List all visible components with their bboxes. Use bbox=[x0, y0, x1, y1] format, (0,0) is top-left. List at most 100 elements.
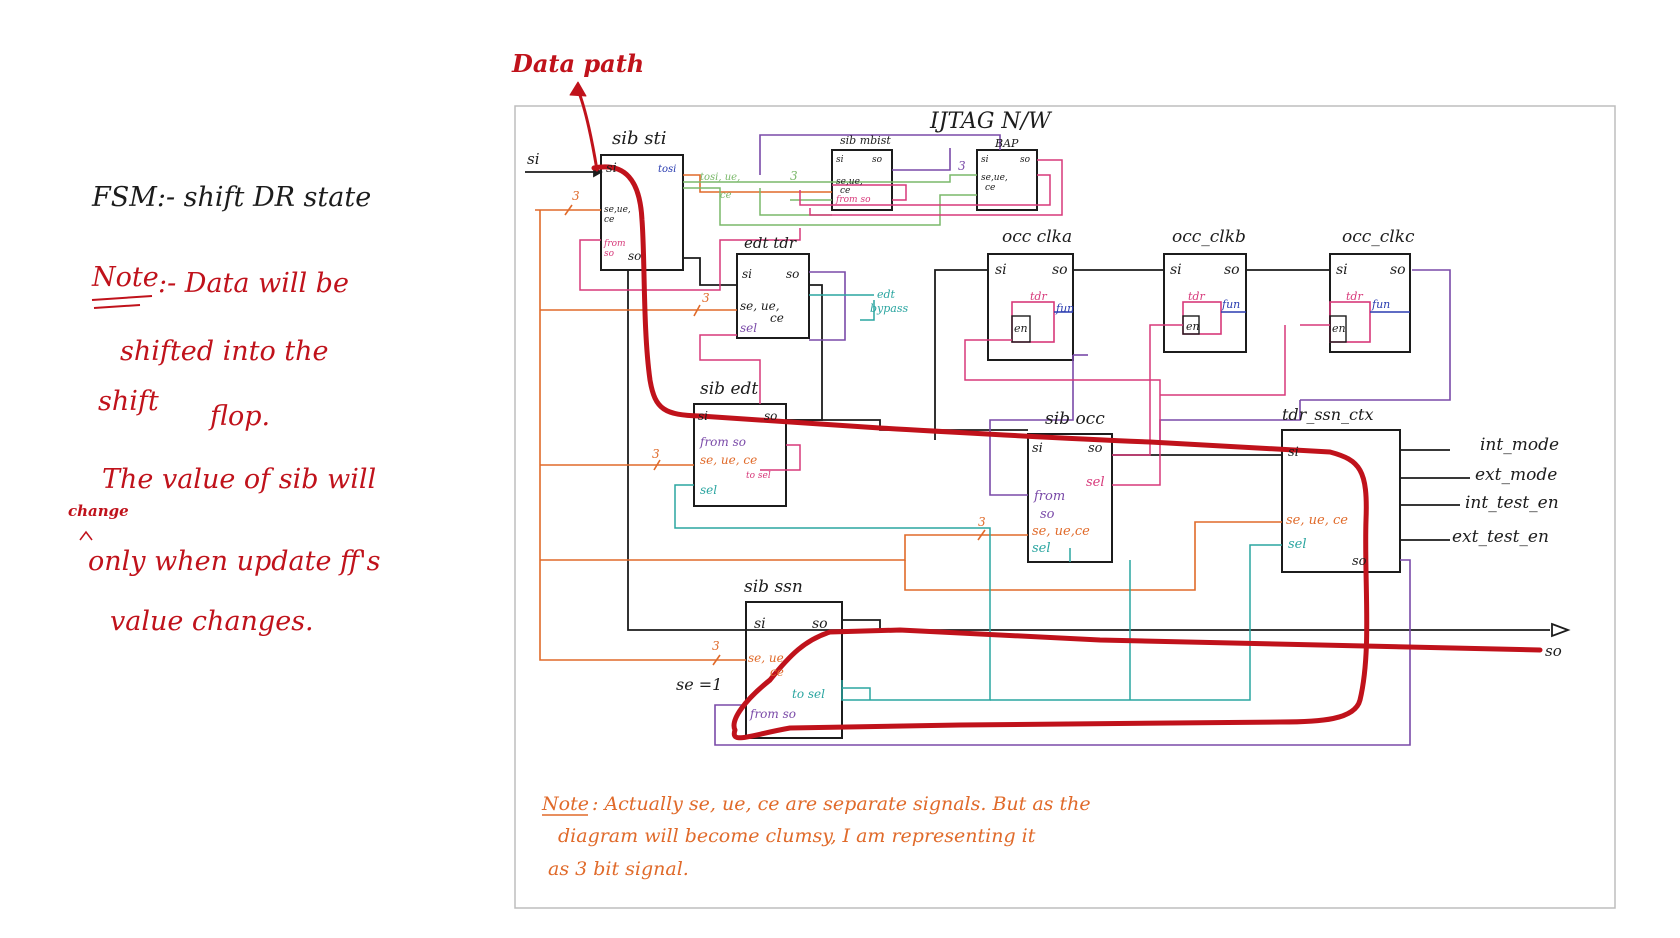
diagram-blocks-sib-edt-so-label: so bbox=[764, 409, 777, 423]
tdr-ssn-ctx-name: tdr_ssn_ctx bbox=[1282, 405, 1373, 424]
block-tdr-ssn-ctx bbox=[1281, 429, 1401, 573]
note-label: Note bbox=[91, 262, 159, 293]
diagram-blocks-occ-clkb-si-label: si bbox=[1170, 262, 1182, 278]
diagram-blocks-sib-occ-from-so-label: so bbox=[1040, 507, 1055, 522]
note-para2-line2: only when update ff's bbox=[88, 546, 380, 577]
note-para2-line3: value changes. bbox=[110, 606, 314, 637]
diagram-blocks-occ-clkb-so-label: so bbox=[1224, 262, 1240, 278]
diagram-blocks-occ-clka-si-label: si bbox=[995, 262, 1007, 278]
block-sib-mbist bbox=[831, 149, 893, 211]
se-label: se =1 bbox=[676, 675, 722, 694]
diagram-blocks-sib-occ-sel-out-label: sel bbox=[1086, 475, 1105, 490]
diagram-blocks-sib-edt-sel-label: sel bbox=[700, 483, 717, 497]
sib-occ-name: sib occ bbox=[1045, 409, 1105, 429]
diagram-title: IJTAG N/W bbox=[929, 109, 1053, 134]
diagram-blocks-sib-ssn-tosel-label: to sel bbox=[792, 687, 825, 701]
diagram-blocks-sib-sti-si-label: si bbox=[606, 161, 617, 176]
diagram-blocks-bap-ce-label: ce bbox=[985, 183, 995, 193]
block-occ-clka bbox=[987, 253, 1074, 361]
so-output-label: so bbox=[1545, 642, 1562, 660]
diagram-blocks-bap-si-label: si bbox=[981, 155, 989, 165]
bus-width-1: 3 bbox=[572, 189, 580, 203]
diagram-blocks-sib-sti-so-label: so bbox=[628, 249, 641, 263]
diagram-blocks-occ-clka-fun-label: fun bbox=[1055, 302, 1074, 315]
diagram-blocks-sib-occ-so-label: so bbox=[1088, 441, 1103, 456]
bus-width-2: 3 bbox=[702, 291, 710, 305]
diagram-blocks-sib-edt-si-label: si bbox=[698, 409, 708, 423]
output-ext-test-en: ext_test_en bbox=[1452, 527, 1549, 547]
occ-clka-name: occ clka bbox=[1002, 227, 1072, 247]
diagram-blocks-occ-clkc-fun-label: fun bbox=[1371, 298, 1390, 311]
edt-tdr-name: edt tdr bbox=[744, 234, 797, 252]
note-change: change bbox=[68, 502, 129, 520]
diagram-blocks-sib-occ-si-label: si bbox=[1032, 441, 1043, 456]
diagram-blocks-occ-clkc-en-label: en bbox=[1332, 322, 1346, 335]
diagram-blocks-sib-sti-from-label: from bbox=[603, 239, 626, 249]
diagram-blocks-sib-edt-fromso-label: from so bbox=[699, 435, 746, 449]
diagram-blocks-edt-tdr-si-label: si bbox=[742, 267, 752, 281]
diagram-blocks-sib-edt-tosel-label: to sel bbox=[746, 471, 771, 481]
diagram-blocks-sib-sti-se-label: se,ue, bbox=[604, 205, 631, 215]
sib-ssn-name: sib ssn bbox=[744, 577, 803, 597]
diagram-blocks-tdr-ssn-ctx-si-label: si bbox=[1288, 445, 1299, 460]
bus-width-6: 3 bbox=[790, 169, 798, 183]
diagram-blocks-tdr-ssn-ctx-sel-label: sel bbox=[1288, 537, 1307, 552]
diagram-blocks-occ-clka-tdr-label: tdr bbox=[1030, 290, 1047, 303]
bus-width-4: 3 bbox=[978, 515, 986, 529]
diagram-blocks-tdr-ssn-ctx-so-label: so bbox=[1352, 554, 1367, 569]
bus-width-7: 3 bbox=[958, 159, 966, 173]
block-sib-edt bbox=[693, 403, 787, 507]
diagram-blocks-edt-tdr-se-label: se, ue, bbox=[740, 299, 780, 313]
note-line3b: flop. bbox=[208, 401, 270, 432]
diagram-blocks-edt-tdr-so-label: so bbox=[786, 267, 799, 281]
diagram-blocks-sib-mbist-fromso-label: from so bbox=[835, 195, 871, 205]
note-line1: :- Data will be bbox=[158, 268, 349, 299]
note-line3a: shift bbox=[98, 386, 159, 417]
diagram-blocks-sib-ssn-se-label: se, ue bbox=[748, 651, 784, 665]
diagram-blocks-sib-ssn-ce-label: ce bbox=[770, 665, 784, 679]
label-label: ce bbox=[720, 190, 732, 201]
sib-sti-name: sib sti bbox=[612, 128, 666, 149]
bap-name: BAP bbox=[994, 137, 1019, 150]
diagram-blocks-bap-so-label: so bbox=[1020, 155, 1031, 165]
diagram-blocks-occ-clkb-fun-label: fun bbox=[1221, 298, 1240, 311]
diagram-blocks-sib-sti-ce-label: ce bbox=[604, 215, 614, 225]
diagram-blocks-occ-clkc-si-label: si bbox=[1336, 262, 1348, 278]
bottom-note-line2: diagram will become clumsy, I am represe… bbox=[558, 825, 1036, 847]
diagram-blocks-occ-clkc-so-label: so bbox=[1390, 262, 1406, 278]
diagram-blocks-occ-clka-en-label: en bbox=[1014, 322, 1028, 335]
diagram-blocks-sib-ssn-so-label: so bbox=[812, 616, 828, 632]
diagram-blocks-sib-occ-from-label: from bbox=[1033, 489, 1065, 504]
diagram-blocks-occ-clkb-en-label: en bbox=[1186, 320, 1200, 333]
diagram-blocks-bap-se-label: se,ue, bbox=[981, 173, 1008, 183]
diagram-blocks-edt-tdr-sel-label: sel bbox=[740, 321, 757, 335]
block-edt-tdr bbox=[736, 253, 810, 339]
sib-mbist-name: sib mbist bbox=[840, 134, 891, 147]
bottom-note-label: Note bbox=[541, 793, 589, 815]
diagram-blocks-edt-tdr-ce-label: ce bbox=[770, 311, 784, 325]
diagram-blocks-sib-occ-se-label: se, ue,ce bbox=[1032, 524, 1090, 539]
diagram-blocks-sib-mbist-si-label: si bbox=[836, 155, 844, 165]
note-para2-line1: The value of sib will bbox=[102, 464, 376, 495]
bottom-note-line3: as 3 bit signal. bbox=[548, 858, 689, 880]
diagram-blocks-sib-sti-so-in-label: so bbox=[604, 249, 615, 259]
bus-width-3: 3 bbox=[652, 447, 660, 461]
diagram-blocks-sib-mbist-ce-label: ce bbox=[840, 186, 850, 196]
data-path-arrow bbox=[576, 88, 599, 172]
diagram-blocks-occ-clka-so-label: so bbox=[1052, 262, 1068, 278]
sib-edt-name: sib edt bbox=[700, 379, 758, 399]
occ-clkb-name: occ_clkb bbox=[1172, 227, 1246, 247]
block-sib-ssn bbox=[745, 601, 843, 739]
si-input-label: si bbox=[527, 150, 540, 168]
output-int-mode: int_mode bbox=[1480, 435, 1559, 455]
bus-width-5: 3 bbox=[712, 639, 720, 653]
bottom-note-line1: : Actually se, ue, ce are separate signa… bbox=[592, 793, 1091, 815]
output-int-test-en: int_test_en bbox=[1465, 493, 1559, 513]
diagram-blocks-sib-mbist-so-label: so bbox=[872, 155, 883, 165]
data-path-trace bbox=[591, 164, 1543, 741]
diagram-blocks-occ-clkc-tdr-label: tdr bbox=[1346, 290, 1363, 303]
occ-clkc-name: occ_clkc bbox=[1342, 227, 1415, 247]
edt-bypass-1: edt bbox=[877, 288, 896, 301]
diagram-blocks-sib-ssn-fromso-label: from so bbox=[749, 707, 796, 721]
